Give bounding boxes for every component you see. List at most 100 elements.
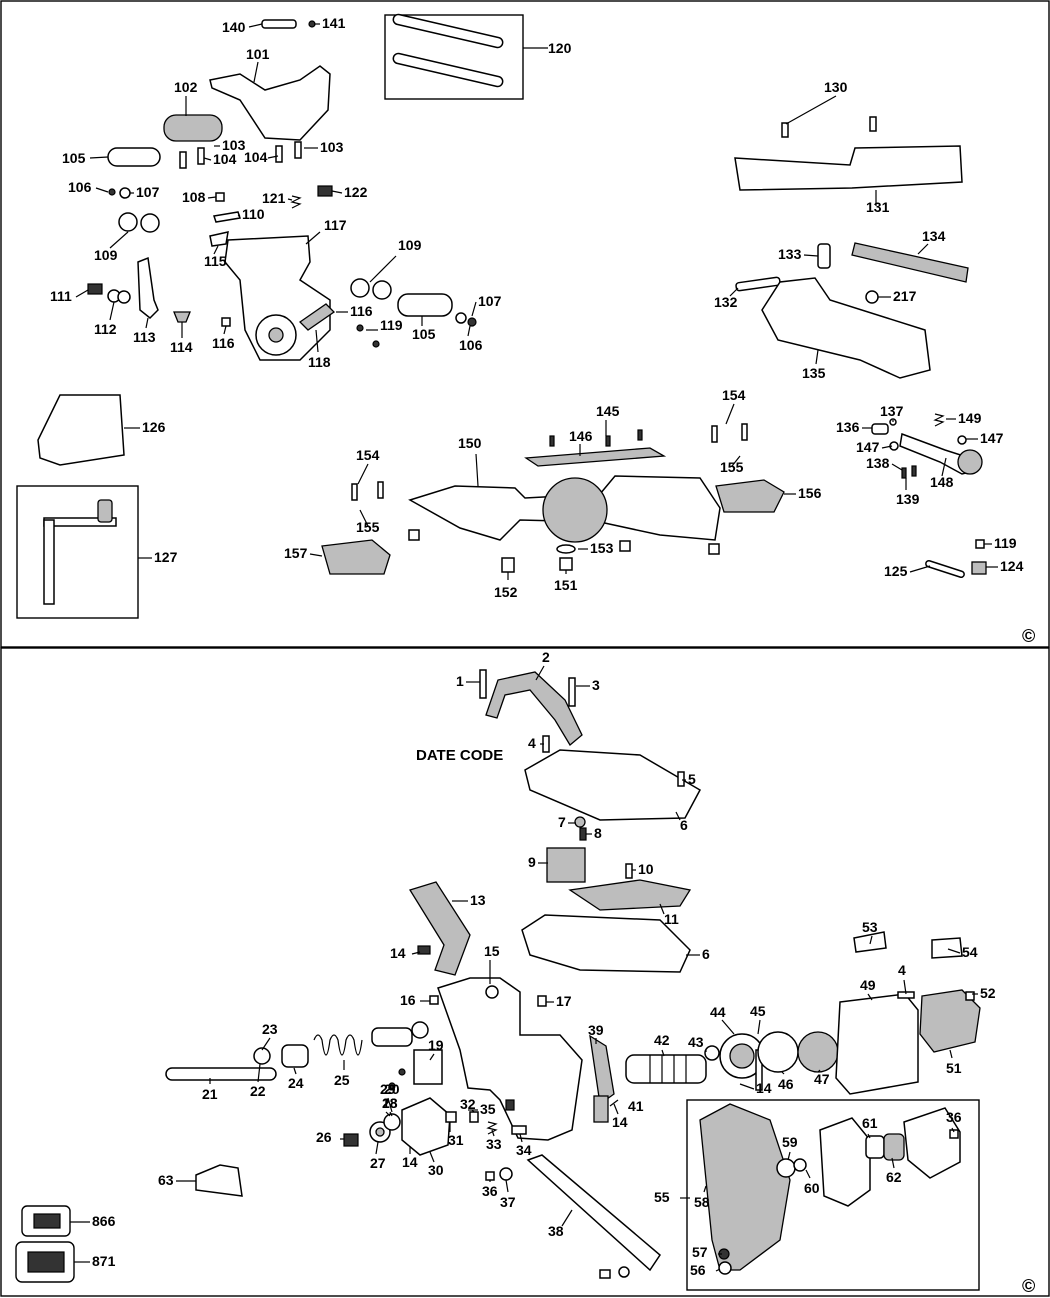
top-leader-117 <box>305 231 321 245</box>
bottom-part-label-60: 60 <box>804 1180 820 1196</box>
bottom-part-label-6: 6 <box>680 817 688 833</box>
top-leader-104 <box>203 157 212 161</box>
top-part-label-126: 126 <box>142 419 166 435</box>
bottom-leader-54 <box>947 948 961 954</box>
top-part-label-149: 149 <box>958 410 982 426</box>
top-part-label-132: 132 <box>714 294 738 310</box>
bottom-leader-14 <box>613 1103 619 1115</box>
bottom-part-label-22: 22 <box>250 1083 266 1099</box>
bottom-part-label-8: 8 <box>594 825 602 841</box>
top-part-label-141: 141 <box>322 15 346 31</box>
top-part-label-140: 140 <box>222 19 246 35</box>
top-part-label-105: 105 <box>412 326 436 342</box>
top-part-label-138: 138 <box>866 455 890 471</box>
top-part-label-107: 107 <box>136 184 160 200</box>
bottom-leader-11 <box>659 903 665 915</box>
top-leader-150 <box>475 453 479 487</box>
top-part-label-217: 217 <box>893 288 917 304</box>
bottom-part-label-52: 52 <box>980 985 996 1001</box>
bottom-part-label-28: 28 <box>382 1095 398 1111</box>
bottom-leader-24 <box>293 1067 297 1075</box>
bottom-part-label-10: 10 <box>638 861 654 877</box>
top-part-drawings <box>16 13 987 619</box>
top-leader-111 <box>75 289 89 298</box>
top-leader-133 <box>803 254 819 257</box>
bottom-leader-29 <box>387 1097 393 1113</box>
bottom-part-label-45: 45 <box>750 1003 766 1019</box>
top-part-label-155: 155 <box>356 519 380 535</box>
top-part-label-133: 133 <box>778 246 802 262</box>
bottom-part-label-62: 62 <box>886 1169 902 1185</box>
top-part-label-154: 154 <box>356 447 380 463</box>
top-part-label-137: 137 <box>880 403 904 419</box>
leader-lines <box>70 23 998 1272</box>
bottom-part-label-14: 14 <box>612 1114 628 1130</box>
bottom-leader-4 <box>903 979 907 995</box>
top-leader-132 <box>729 287 739 297</box>
bottom-part-label-27: 27 <box>370 1155 386 1171</box>
top-part-label-119: 119 <box>380 317 403 333</box>
bottom-part-label-24: 24 <box>288 1075 304 1091</box>
bottom-part-label-866: 866 <box>92 1213 116 1229</box>
bottom-part-label-9: 9 <box>528 854 536 870</box>
bottom-leader-47 <box>817 1069 821 1073</box>
top-leader-154 <box>357 463 369 485</box>
top-leader-147 <box>881 445 893 449</box>
bottom-part-label-11: 11 <box>664 911 679 927</box>
top-part-label-106: 106 <box>68 179 92 195</box>
top-leader-106 <box>467 325 471 337</box>
inset-box-127 <box>16 485 139 619</box>
top-part-label-124: 124 <box>1000 558 1024 574</box>
bottom-part-label-1: 1 <box>456 673 464 689</box>
bottom-part-drawings <box>15 669 981 1291</box>
bottom-part-label-26: 26 <box>316 1129 332 1145</box>
top-part-label-151: 151 <box>554 577 578 593</box>
top-leader-105 <box>89 156 109 159</box>
bottom-leader-38 <box>561 1209 573 1227</box>
inset-box-866 <box>21 1205 71 1237</box>
bottom-part-label-34: 34 <box>516 1142 532 1158</box>
bottom-leader-59 <box>787 1151 791 1161</box>
bottom-part-label-5: 5 <box>688 771 696 787</box>
bottom-part-label-14: 14 <box>402 1154 418 1170</box>
top-leader-106 <box>95 187 109 193</box>
top-part-label-115: 115 <box>204 253 227 269</box>
bottom-leader-56 <box>715 1268 721 1272</box>
top-part-label-101: 101 <box>246 46 270 62</box>
bottom-leader-62 <box>891 1157 895 1169</box>
top-part-label-131: 131 <box>866 199 890 215</box>
top-part-label-104: 104 <box>244 149 268 165</box>
bottom-panel-frame <box>0 647 1050 1297</box>
top-leader-112 <box>109 301 115 321</box>
top-part-label-103: 103 <box>320 139 344 155</box>
top-part-label-153: 153 <box>590 540 614 556</box>
bottom-part-label-3: 3 <box>592 677 600 693</box>
bottom-part-label-33: 33 <box>486 1136 502 1152</box>
bottom-part-label-51: 51 <box>946 1060 962 1076</box>
bottom-leader-51 <box>949 1049 953 1059</box>
bottom-part-label-63: 63 <box>158 1172 174 1188</box>
top-part-label-134: 134 <box>922 228 946 244</box>
date-code-label: DATE CODE <box>416 747 503 764</box>
top-leader-122 <box>331 190 343 194</box>
top-part-label-111: 111 <box>50 288 72 304</box>
top-part-label-109: 109 <box>94 247 118 263</box>
bottom-leader-46 <box>781 1071 785 1075</box>
bottom-part-label-49: 49 <box>860 977 876 993</box>
top-part-label-150: 150 <box>458 435 482 451</box>
bottom-part-label-19: 19 <box>428 1037 444 1053</box>
top-part-label-130: 130 <box>824 79 848 95</box>
top-leader-109 <box>109 231 129 249</box>
top-part-label-147: 147 <box>856 439 880 455</box>
top-part-label-135: 135 <box>802 365 826 381</box>
top-part-label-121: 121 <box>262 190 286 206</box>
top-part-label-122: 122 <box>344 184 368 200</box>
bottom-part-label-41: 41 <box>628 1098 644 1114</box>
bottom-part-label-21: 21 <box>202 1086 218 1102</box>
bottom-leader-58 <box>703 1185 707 1193</box>
top-part-label-119: 119 <box>994 535 1017 551</box>
bottom-part-label-23: 23 <box>262 1021 278 1037</box>
bottom-leader-44 <box>721 1019 735 1035</box>
top-part-label-136: 136 <box>836 419 860 435</box>
bottom-part-label-14: 14 <box>756 1080 772 1096</box>
